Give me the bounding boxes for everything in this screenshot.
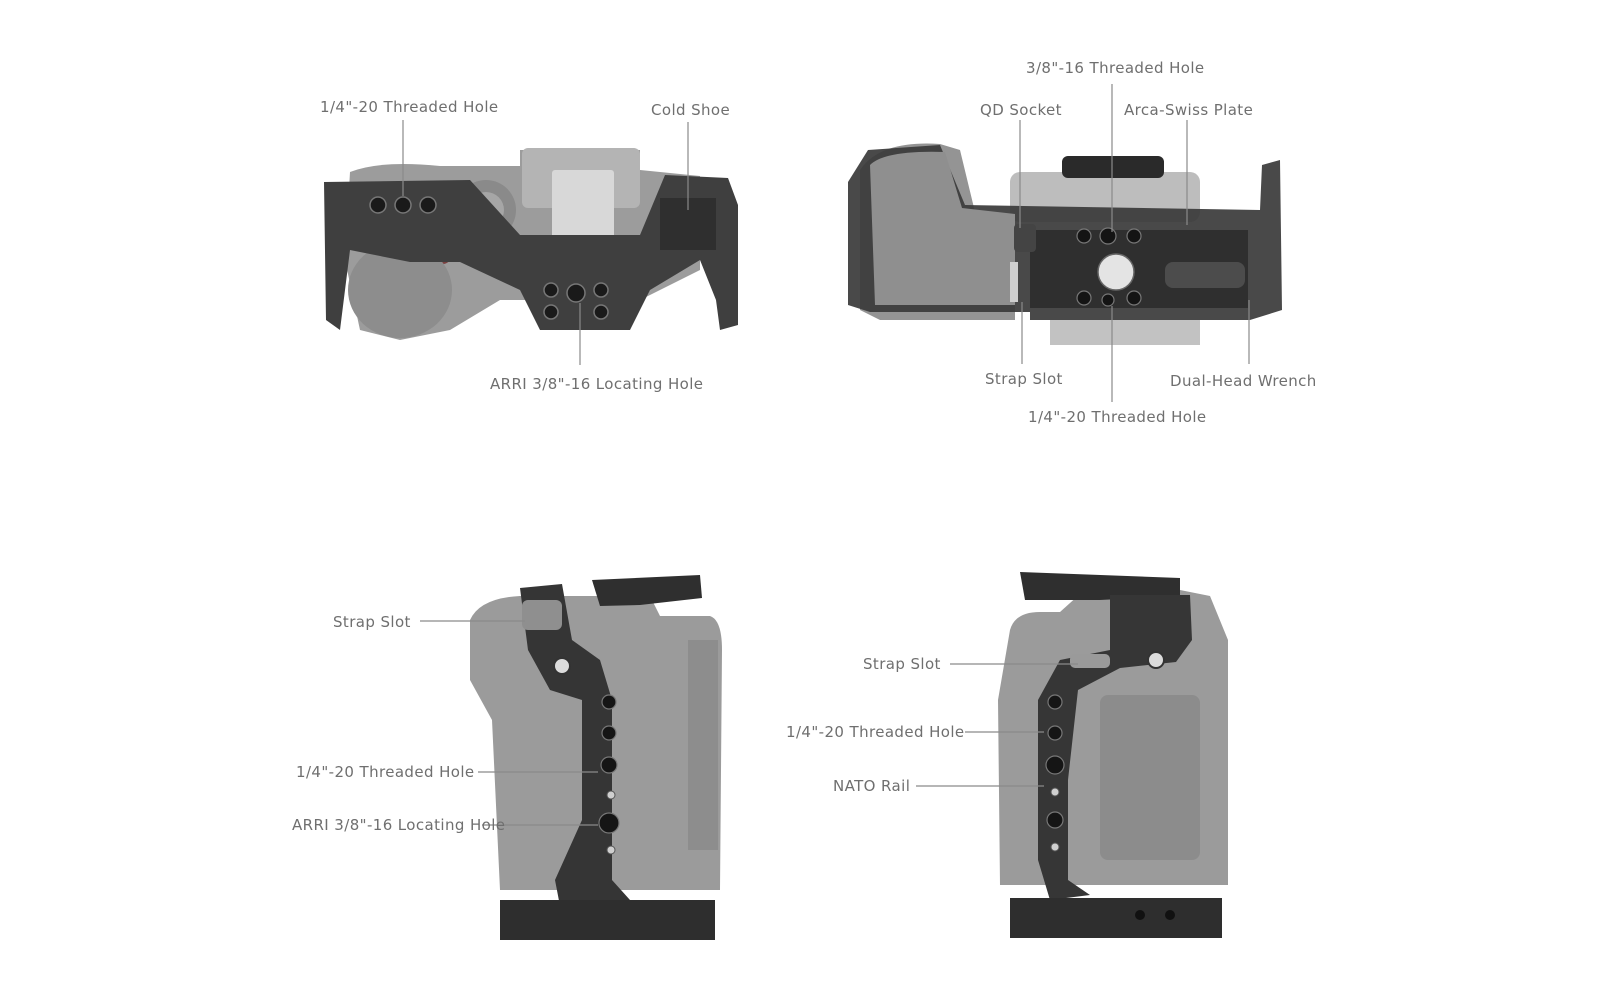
hole-top-4 bbox=[543, 282, 559, 298]
label-bottom-arca-plate: Arca-Swiss Plate bbox=[1124, 101, 1254, 119]
label-bottom-14-threaded: 1/4"-20 Threaded Hole bbox=[1028, 408, 1207, 426]
hole-r-4 bbox=[1050, 787, 1060, 797]
strap-slot-bottom bbox=[1010, 262, 1018, 302]
base-hole-r-1 bbox=[1135, 910, 1145, 920]
label-left-threaded-hole: 1/4"-20 Threaded Hole bbox=[296, 763, 475, 781]
label-left-strap-slot: Strap Slot bbox=[333, 613, 411, 631]
hole-l-3 bbox=[600, 756, 618, 774]
label-right-nato-rail: NATO Rail bbox=[833, 777, 911, 795]
hole-r-2 bbox=[1047, 725, 1063, 741]
label-right-strap-slot: Strap Slot bbox=[863, 655, 941, 673]
hole-b-1 bbox=[1076, 228, 1092, 244]
base-hole-r-2 bbox=[1165, 910, 1175, 920]
hole-top-1 bbox=[369, 196, 387, 214]
grip-top bbox=[348, 242, 452, 338]
cage-frame-top bbox=[324, 175, 738, 330]
hole-l-4 bbox=[606, 790, 616, 800]
hole-l-2 bbox=[601, 725, 617, 741]
label-top-threaded-hole: 1/4"-20 Threaded Hole bbox=[320, 98, 499, 116]
screw-left bbox=[553, 657, 571, 675]
hole-top-6 bbox=[593, 282, 609, 298]
top-handle-left bbox=[592, 575, 702, 606]
hole-b-5 bbox=[1101, 293, 1115, 307]
center-38-hole bbox=[1097, 253, 1135, 291]
label-bottom-strap-slot: Strap Slot bbox=[985, 370, 1063, 388]
hole-b-3 bbox=[1126, 228, 1142, 244]
strap-slot-left bbox=[522, 600, 562, 630]
side-door-right bbox=[1100, 695, 1200, 860]
lens-ring-left bbox=[688, 640, 718, 850]
base-plate-left bbox=[500, 900, 715, 940]
strap-slot-right bbox=[1070, 654, 1110, 668]
label-top-arri-hole: ARRI 3/8"-16 Locating Hole bbox=[490, 375, 704, 393]
hole-l-5 bbox=[598, 812, 620, 834]
qd-socket bbox=[1014, 224, 1036, 252]
screw-right bbox=[1147, 651, 1165, 669]
grip-overlay bbox=[870, 151, 1015, 305]
base-plate-right bbox=[1010, 898, 1222, 938]
hole-top-8 bbox=[593, 304, 609, 320]
hole-b-4 bbox=[1076, 290, 1092, 306]
wrench-slot bbox=[1165, 262, 1245, 288]
label-bottom-qd-socket: QD Socket bbox=[980, 101, 1062, 119]
hole-top-7 bbox=[543, 304, 559, 320]
hole-r-5 bbox=[1046, 811, 1064, 829]
hole-top-3 bbox=[419, 196, 437, 214]
hole-top-2 bbox=[394, 196, 412, 214]
cage-side-right bbox=[1038, 595, 1192, 900]
hole-r-1 bbox=[1047, 694, 1063, 710]
top-handle-right bbox=[1020, 572, 1180, 600]
hole-r-3 bbox=[1045, 755, 1065, 775]
mount-bump bbox=[1062, 156, 1164, 178]
hole-l-1 bbox=[601, 694, 617, 710]
label-right-threaded-hole: 1/4"-20 Threaded Hole bbox=[786, 723, 965, 741]
label-top-cold-shoe: Cold Shoe bbox=[651, 101, 731, 119]
lens-mount-bottom bbox=[1050, 320, 1200, 345]
hole-b-6 bbox=[1126, 290, 1142, 306]
label-bottom-wrench: Dual-Head Wrench bbox=[1170, 372, 1317, 390]
hole-r-6 bbox=[1050, 842, 1060, 852]
label-left-arri-hole: ARRI 3/8"-16 Locating Hole bbox=[292, 816, 506, 834]
label-bottom-38-threaded: 3/8"-16 Threaded Hole bbox=[1026, 59, 1205, 77]
hole-l-6 bbox=[606, 845, 616, 855]
hole-top-5 bbox=[566, 283, 586, 303]
hot-shoe-plate bbox=[552, 170, 614, 250]
